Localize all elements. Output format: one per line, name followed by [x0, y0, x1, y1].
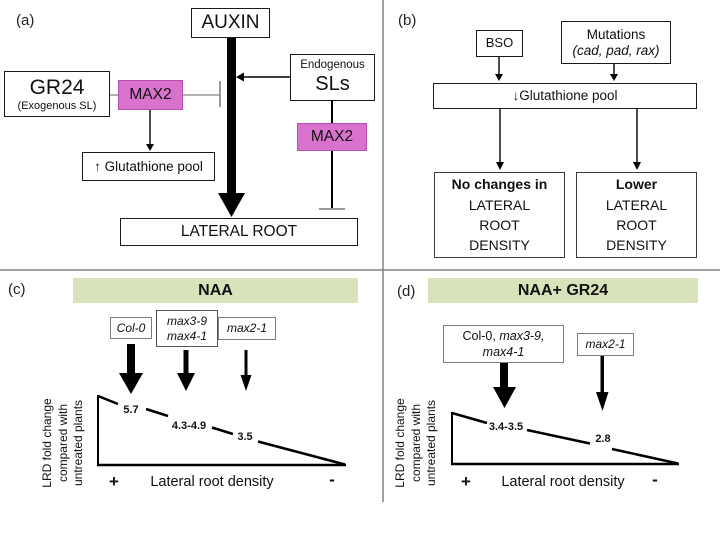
glutathione-left-arrowhead: [496, 162, 504, 170]
ylabel-c-line2: compared with: [55, 403, 70, 483]
sls-auxin-arrowhead: [236, 72, 244, 82]
minus-sign-d: -: [652, 470, 658, 489]
group1-thick-arrow: [493, 363, 516, 408]
triangle-c-hyp-1: [97, 394, 119, 406]
result-line: ROOT: [479, 217, 520, 233]
minus-sign-c: -: [329, 470, 335, 489]
naa-header-band: NAA: [73, 278, 358, 303]
ylabel-c-line3: untreated plants: [71, 399, 86, 487]
result-line: DENSITY: [606, 237, 667, 254]
value-max21-c: 3.5: [237, 431, 253, 443]
plus-sign-c: +: [109, 472, 119, 491]
group1-italic: max3-9,: [499, 328, 545, 343]
ylabel-d: LRD fold change compared with untreated …: [393, 383, 449, 503]
bso-down-arrowhead: [495, 74, 503, 81]
auxin-thick-arrow: [218, 38, 245, 217]
max34-line1: max3-9: [166, 313, 207, 328]
max34-line2: max4-1: [166, 328, 207, 343]
ylabel-c: LRD fold change compared with untreated …: [40, 383, 96, 503]
panel-c-label: (c): [8, 281, 26, 298]
group1-roman: Col-0,: [462, 328, 500, 343]
max2-left-box: MAX2: [118, 80, 183, 110]
auxin-box: AUXIN: [191, 8, 270, 38]
panel-b-label: (b): [398, 12, 417, 29]
group1-line1: Col-0, max3-9,: [463, 328, 545, 344]
col0-max34-group-box: Col-0, max3-9, max4-1: [443, 325, 564, 363]
xlabel-c: Lateral root density: [150, 474, 274, 490]
triangle-d-hyp-3: [611, 447, 679, 465]
max34-medium-arrow: [177, 350, 195, 391]
max2-1-d-box: max2-1: [577, 333, 634, 356]
glutathione-down-box: ↓Glutathione pool: [433, 83, 697, 109]
gr24-subtitle: (Exogenous SL): [17, 99, 97, 112]
bso-box: BSO: [476, 30, 523, 57]
ylabel-c-line1: LRD fold change: [40, 398, 54, 488]
value-group2: 2.8: [595, 433, 611, 445]
panel-d-label: (d): [397, 283, 416, 300]
result-lower-emphasis: Lower: [615, 176, 658, 193]
mutations-box: Mutations (cad, pad, rax): [561, 21, 671, 64]
ylabel-d-line2: compared with: [408, 403, 423, 483]
col0-box: Col-0: [110, 317, 152, 339]
value-col0: 5.7: [123, 404, 139, 416]
ylabel-d-line1: LRD fold change: [393, 398, 407, 488]
max2-glutathione-arrowhead: [146, 144, 154, 151]
max21-thin-arrow: [240, 350, 252, 391]
mutations-genes: (cad, pad, rax): [572, 42, 660, 58]
result-no-change-box: No changes in LATERAL ROOT DENSITY: [434, 172, 565, 258]
col0-thick-arrow: [119, 344, 143, 394]
ylabel-d-line3: untreated plants: [424, 399, 439, 487]
glutathione-right-arrowhead: [633, 162, 641, 170]
lateral-root-box: LATERAL ROOT: [120, 218, 358, 246]
mutations-title: Mutations: [586, 26, 646, 42]
max21-d-thin-arrow: [596, 356, 609, 411]
max3-max4-box: max3-9 max4-1: [156, 310, 218, 347]
endogenous-label: Endogenous: [300, 59, 365, 72]
sls-label: SLs: [315, 72, 350, 95]
triangle-d-hyp-2: [526, 428, 591, 445]
value-max34: 4.3-4.9: [171, 420, 207, 432]
xlabel-d: Lateral root density: [501, 474, 625, 490]
result-line: LATERAL: [605, 196, 668, 213]
result-lower-box: Lower LATERAL ROOT DENSITY: [576, 172, 697, 258]
endogenous-sls-box: Endogenous SLs: [290, 54, 375, 101]
glutathione-up-box: ↑ Glutathione pool: [82, 152, 215, 181]
value-group1: 3.4-3.5: [488, 421, 524, 433]
result-no-change-emphasis: No changes in: [451, 176, 548, 193]
result-line: LATERAL: [468, 196, 531, 213]
result-line: DENSITY: [469, 237, 530, 254]
naa-gr24-header-band: NAA+ GR24: [428, 278, 698, 303]
triangle-c-hyp-4: [257, 440, 346, 466]
max2-right-box: MAX2: [297, 123, 367, 151]
plus-sign-d: +: [461, 472, 471, 491]
group1-line2: max4-1: [482, 345, 525, 359]
max2-1-c-box: max2-1: [218, 317, 276, 340]
gr24-box: GR24 (Exogenous SL): [4, 71, 110, 117]
gr24-title: GR24: [29, 75, 85, 99]
mutations-down-arrowhead: [610, 74, 618, 81]
panel-a-label: (a): [16, 12, 35, 29]
result-line: ROOT: [616, 217, 657, 233]
